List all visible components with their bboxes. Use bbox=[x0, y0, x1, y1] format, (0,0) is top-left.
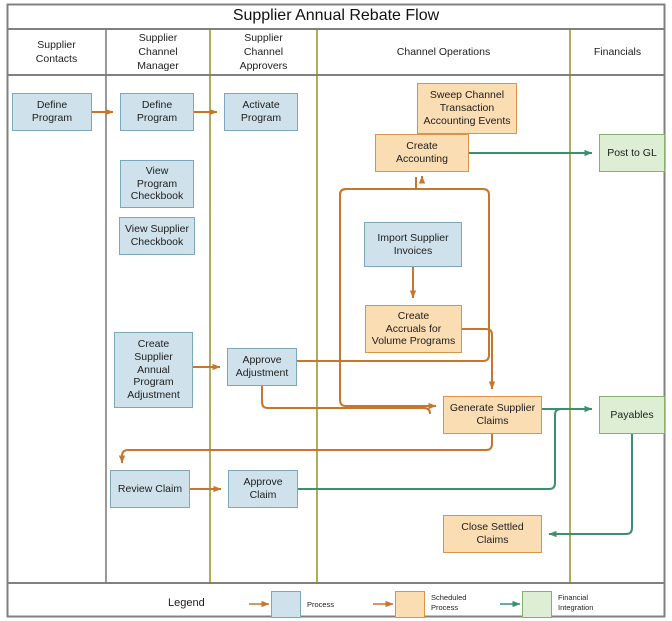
page-title: Supplier Annual Rebate Flow bbox=[232, 7, 440, 24]
edge-payables-to-close-settled-claims bbox=[548, 434, 633, 538]
lane-header-financials: Financials bbox=[593, 45, 642, 58]
legend-title: Legend bbox=[168, 597, 205, 609]
node-payables[interactable]: Payables bbox=[599, 396, 665, 434]
edge-trunk-to-create-accounting bbox=[340, 178, 416, 195]
legend-swatch-scheduled-process bbox=[395, 591, 425, 618]
edge-accruals-to-generate-claims bbox=[462, 328, 496, 390]
edge-approve-claim-to-payables bbox=[298, 408, 564, 490]
edge-trunk-left-top bbox=[339, 177, 417, 196]
edge-generate-claims-to-review-claim bbox=[118, 434, 493, 464]
legend-swatch-financial-integration bbox=[522, 591, 552, 618]
lane-header-channel-operations: Channel Operations bbox=[396, 45, 491, 58]
legend-caption-process: Process bbox=[307, 600, 335, 609]
legend-swatch-process bbox=[271, 591, 301, 618]
node-review-claim[interactable]: Review Claim bbox=[110, 470, 190, 508]
node-post-to-gl[interactable]: Post to GL bbox=[599, 134, 665, 172]
diagram-frame bbox=[6, 3, 666, 618]
edge-approve-adj-to-generate-claims bbox=[261, 386, 431, 415]
